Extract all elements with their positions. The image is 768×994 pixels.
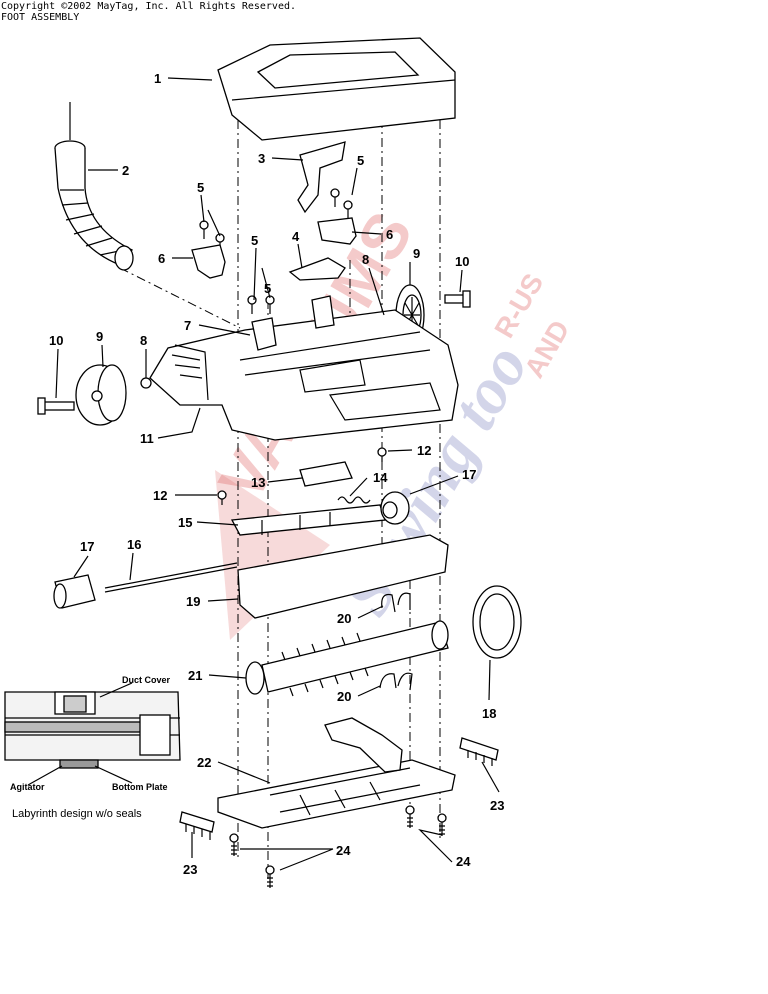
part-18-belt: [472, 585, 522, 659]
inset-caption: Labyrinth design w/o seals: [12, 808, 142, 820]
part-13-agitator-guard: [299, 461, 353, 487]
part-3-pedal: [297, 141, 346, 214]
callout-17b: 17: [80, 539, 94, 554]
inset-label-duct-cover: Duct Cover: [122, 675, 171, 685]
callout-21: 21: [188, 668, 202, 683]
inset-label-agitator: Agitator: [10, 782, 45, 792]
part-1-handle-socket: [217, 37, 456, 141]
callout-15: 15: [178, 515, 192, 530]
callout-labels: 1 2 3 5 5 6 5 6 4 9 10 5 8 7 10 9 8 11 1…: [49, 71, 504, 877]
callout-5b: 5: [197, 180, 204, 195]
callout-14: 14: [373, 470, 388, 485]
part-2-hose: [54, 102, 134, 271]
callout-11: 11: [140, 431, 154, 446]
leader-lines: [55, 77, 500, 871]
copyright-text: Copyright ©2002 MayTag, Inc. All Rights …: [1, 1, 297, 12]
part-24-screws: [229, 805, 447, 888]
callout-19: 19: [186, 594, 200, 609]
inset-label-bottom-plate: Bottom Plate: [112, 782, 168, 792]
part-20-clips: [379, 592, 413, 691]
callout-12b: 12: [153, 488, 167, 503]
callout-8a: 8: [362, 252, 369, 267]
part-4-latch: [288, 257, 346, 281]
part-22-bottom-plate: [217, 717, 456, 829]
callout-24b: 24: [456, 854, 471, 869]
part-7-duct: [251, 317, 277, 351]
part-16-shaft: [104, 562, 238, 593]
callout-2: 2: [122, 163, 129, 178]
callout-6a: 6: [386, 227, 393, 242]
part-17-end-caps: [53, 491, 410, 609]
callout-6b: 6: [158, 251, 165, 266]
callout-12a: 12: [417, 443, 431, 458]
callout-5a: 5: [357, 153, 364, 168]
callout-24a: 24: [336, 843, 351, 858]
callout-23b: 23: [183, 862, 197, 877]
callout-7: 7: [184, 318, 191, 333]
callout-16: 16: [127, 537, 141, 552]
callout-9b: 9: [96, 329, 103, 344]
part-11-base-housing: [149, 295, 459, 441]
part-19-cover: [237, 534, 449, 619]
callout-17a: 17: [462, 467, 476, 482]
callout-10b: 10: [49, 333, 63, 348]
part-21-brush-roll: [245, 620, 449, 697]
callout-13: 13: [251, 475, 265, 490]
part-23-bumpers: [179, 737, 499, 840]
callout-9a: 9: [413, 246, 420, 261]
callout-5c: 5: [251, 233, 258, 248]
callout-5d: 5: [264, 281, 271, 296]
callout-22: 22: [197, 755, 211, 770]
callout-20a: 20: [337, 611, 351, 626]
callout-10a: 10: [455, 254, 469, 269]
page-title: FOOT ASSEMBLY: [1, 12, 80, 23]
callout-1: 1: [154, 71, 161, 86]
callout-4: 4: [292, 229, 300, 244]
callout-8b: 8: [140, 333, 147, 348]
callout-23a: 23: [490, 798, 504, 813]
part-12-screws: [217, 447, 387, 505]
part-14-spring: [337, 496, 371, 504]
inset-labyrinth-diagram: Duct Cover Agitator Bottom Plate Labyrin…: [4, 675, 181, 820]
part-10-axles: [37, 290, 471, 415]
part-6-brackets: [191, 217, 357, 279]
callout-18: 18: [482, 706, 496, 721]
callout-20b: 20: [337, 689, 351, 704]
callout-3: 3: [258, 151, 265, 166]
